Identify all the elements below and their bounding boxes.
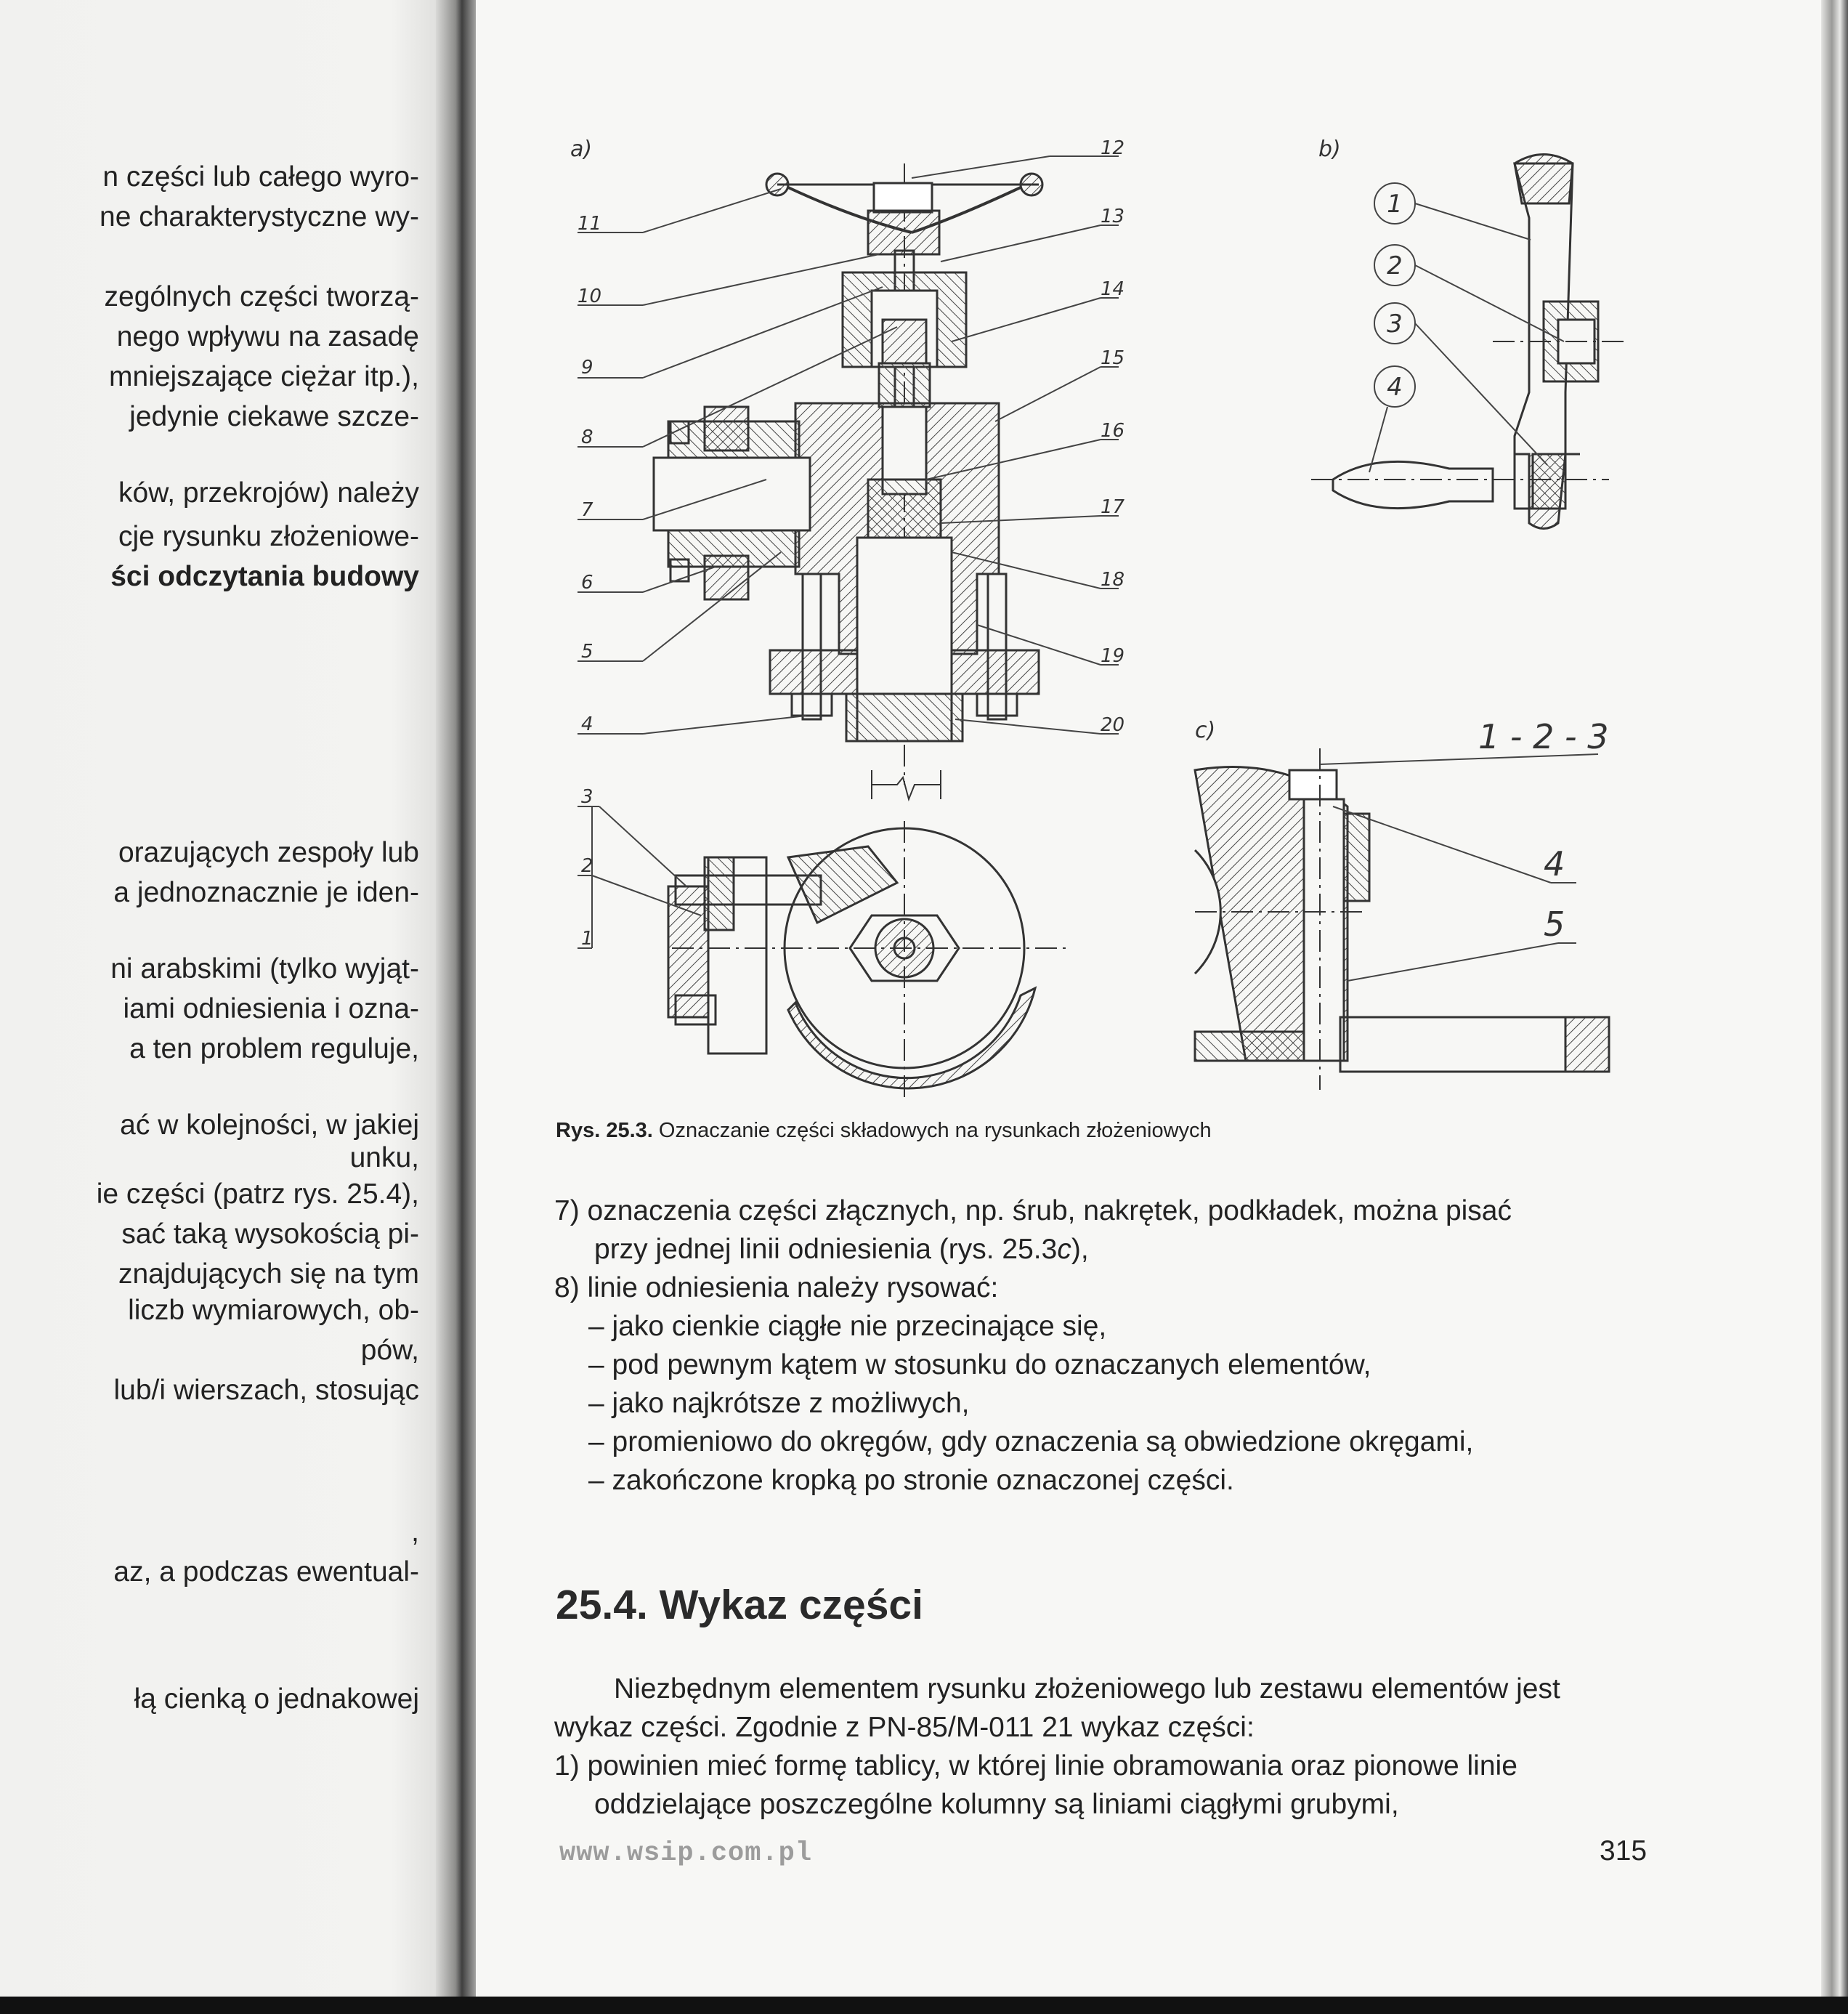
- left-page-line: iami odniesienia i ozna-: [123, 993, 419, 1024]
- figure-25-3: a) b) c) 11 10 9 8 7 6 5 4 3 2 1 12 13 1…: [570, 137, 1624, 1097]
- item7-italic: c: [1057, 1234, 1071, 1265]
- left-page-line: ne charakterystyczne wy-: [100, 201, 419, 232]
- book-gutter: [436, 0, 479, 2014]
- panel-a-leaders: [578, 155, 1119, 949]
- label-a-12: 12: [1101, 137, 1124, 159]
- label-a-16: 16: [1101, 420, 1124, 442]
- left-page-line: mniejszające ciężar itp.),: [109, 361, 419, 392]
- page-number: 315: [1600, 1835, 1648, 1867]
- page-edge: [1821, 0, 1848, 2014]
- label-c-5: 5: [1544, 905, 1565, 944]
- list-item-7-line-2: przy jednej linii odniesienia (rys. 25.3…: [594, 1230, 1089, 1269]
- footer-url: www.wsip.com.pl: [559, 1838, 813, 1869]
- caption-text: Oznaczanie części składowych na rysunkac…: [652, 1119, 1212, 1142]
- label-a-4: 4: [581, 713, 593, 735]
- right-page: a) b) c) 11 10 9 8 7 6 5 4 3 2 1 12 13 1…: [476, 0, 1821, 2014]
- left-page-line: n części lub całego wyro-: [102, 161, 419, 193]
- label-a-8: 8: [581, 426, 593, 448]
- section-paragraph-line-2: wykaz części. Zgodnie z PN-85/M-011 21 w…: [554, 1712, 1255, 1743]
- figure-caption: Rys. 25.3. Oznaczanie części składowych …: [556, 1119, 1212, 1143]
- left-page-line: ni arabskimi (tylko wyjąt-: [110, 953, 419, 984]
- label-a-11: 11: [578, 213, 601, 235]
- left-page-line: ie części (patrz rys. 25.4),: [96, 1178, 419, 1210]
- section-item-1-line-2: oddzielające poszczególne kolumny są lin…: [594, 1789, 1399, 1820]
- section-item-1-line-1: 1) powinien mieć formę tablicy, w której…: [554, 1750, 1517, 1782]
- list-sub-2: – pod pewnym kątem w stosunku do oznacza…: [588, 1349, 1371, 1380]
- label-a-6: 6: [581, 572, 593, 594]
- left-page-line: zególnych części tworzą-: [104, 281, 420, 312]
- left-page-line: jedynie ciekawe szcze-: [129, 401, 419, 432]
- label-b-4: 4: [1387, 373, 1403, 402]
- label-b-2: 2: [1387, 251, 1403, 280]
- label-a-5: 5: [581, 641, 593, 663]
- panel-b-label: b): [1318, 137, 1341, 162]
- left-page-line: znajdujących się na tym: [118, 1258, 419, 1290]
- left-page-line: unku,: [349, 1142, 419, 1173]
- label-a-20: 20: [1101, 714, 1124, 736]
- label-c-4: 4: [1544, 844, 1565, 883]
- left-page-line: lub/i wierszach, stosując: [113, 1375, 419, 1406]
- list-sub-5: – zakończone kropką po stronie oznaczone…: [588, 1465, 1234, 1496]
- item7-text: przy jednej linii odniesienia (rys. 25.3: [594, 1234, 1058, 1265]
- left-page-line: nego wpływu na zasadę: [116, 321, 419, 352]
- item7-end: ),: [1071, 1234, 1089, 1265]
- label-a-18: 18: [1101, 569, 1124, 591]
- left-page-line: sać taką wysokością pi-: [121, 1218, 419, 1250]
- label-a-13: 13: [1101, 206, 1124, 227]
- label-a-2: 2: [581, 855, 593, 877]
- list-sub-1: – jako cienkie ciągłe nie przecinające s…: [588, 1311, 1107, 1342]
- panel-c-label: c): [1195, 718, 1215, 743]
- left-page-line: ści odczytania budowy: [110, 561, 419, 592]
- panel-c-leaders: [1319, 753, 1599, 982]
- scan-border: [0, 1997, 1848, 2014]
- label-a-7: 7: [581, 499, 593, 521]
- panel-b-leaders: [1369, 182, 1565, 473]
- label-c-group: 1 - 2 - 3: [1478, 717, 1609, 756]
- label-a-1: 1: [581, 928, 593, 950]
- left-page-line: ać w kolejności, w jakiej: [120, 1109, 419, 1141]
- left-page-line: ,: [411, 1516, 419, 1548]
- list-item-8: 8) linie odniesienia należy rysować:: [554, 1272, 999, 1303]
- left-page-line: cje rysunku złożeniowe-: [118, 521, 419, 552]
- label-b-1: 1: [1387, 190, 1403, 219]
- label-a-14: 14: [1101, 278, 1124, 300]
- label-a-3: 3: [581, 786, 593, 808]
- label-a-10: 10: [578, 286, 601, 307]
- label-b-3: 3: [1387, 310, 1403, 339]
- label-a-17: 17: [1101, 496, 1125, 518]
- left-page-line: az, a podczas ewentual-: [113, 1556, 419, 1588]
- caption-number: Rys. 25.3.: [556, 1119, 653, 1142]
- figure-labels: a) b) c) 11 10 9 8 7 6 5 4 3 2 1 12 13 1…: [570, 137, 1609, 950]
- left-page-line: pów,: [360, 1335, 419, 1366]
- panel-a-label: a): [570, 137, 592, 162]
- left-page-line: łą cienką o jednakowej: [134, 1683, 419, 1715]
- label-a-19: 19: [1101, 645, 1124, 667]
- label-a-15: 15: [1101, 347, 1124, 369]
- list-sub-4: – promieniowo do okręgów, gdy oznaczenia…: [588, 1426, 1474, 1457]
- left-page-line: a ten problem reguluje,: [129, 1033, 419, 1064]
- panel-a-drawing: [652, 163, 1071, 1097]
- section-heading: 25.4. Wykaz części: [556, 1582, 923, 1628]
- left-page-line: a jednoznacznie je iden-: [113, 877, 419, 908]
- panel-b-drawing: [1311, 153, 1624, 530]
- left-page-line: ków, przekrojów) należy: [118, 477, 419, 509]
- left-page: n części lub całego wyro-ne charakteryst…: [0, 0, 461, 2014]
- section-paragraph-line-1: Niezbędnym elementem rysunku złożenioweg…: [614, 1673, 1560, 1704]
- panel-c-drawing: [1194, 748, 1610, 1090]
- label-a-9: 9: [581, 357, 593, 379]
- list-item-7-line-1: 7) oznaczenia części złącznych, np. śrub…: [554, 1195, 1512, 1226]
- left-page-line: liczb wymiarowych, ob-: [128, 1295, 419, 1326]
- list-sub-3: – jako najkrótsze z możliwych,: [588, 1388, 970, 1419]
- left-page-line: orazujących zespoły lub: [118, 837, 419, 868]
